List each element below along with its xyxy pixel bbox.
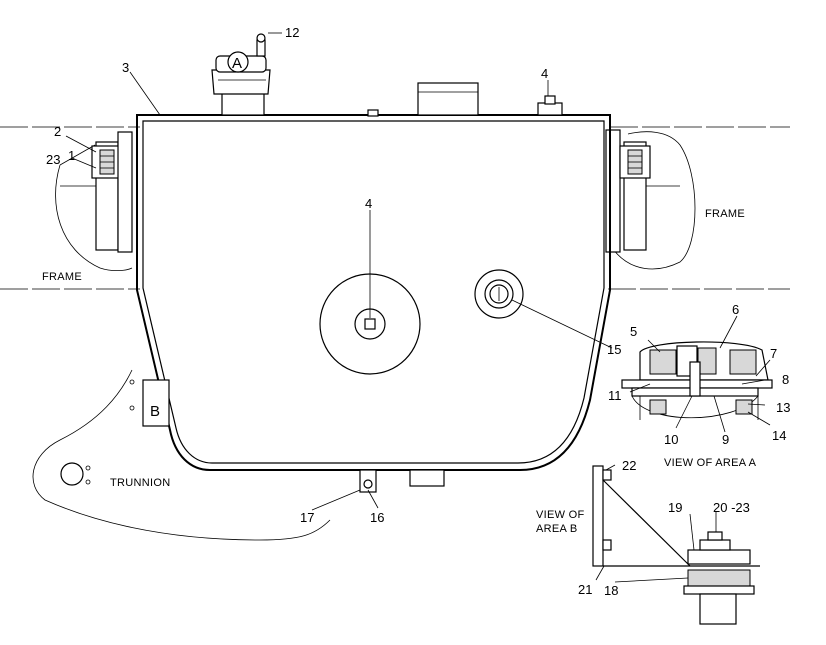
drain-features — [359, 469, 445, 493]
callout-numbers: 1 2 3 4 4 5 6 7 8 9 10 11 12 13 14 15 16… — [46, 25, 790, 598]
callout-1: 1 — [68, 148, 75, 163]
leader-lines — [65, 32, 771, 583]
callout-2: 2 — [54, 124, 61, 139]
diagram-labels: FRAME FRAME TRUNNION VIEW OF AREA A VIEW… — [42, 55, 757, 535]
left-frame-bracket — [55, 131, 133, 272]
callout-16: 16 — [370, 510, 384, 525]
frame-rails — [0, 126, 790, 290]
callout-4-center: 4 — [365, 196, 372, 211]
area-marker-b: B — [150, 403, 160, 420]
area-marker-a: A — [232, 55, 242, 72]
label-view-area-b-line2: AREA B — [536, 523, 578, 535]
area-b-bracket — [142, 379, 170, 427]
callout-15: 15 — [607, 342, 621, 357]
callout-21: 21 — [578, 582, 592, 597]
label-frame-left: FRAME — [42, 271, 82, 283]
callout-4-top: 4 — [541, 66, 548, 81]
trunnion-outline — [32, 369, 331, 541]
callout-18: 18 — [604, 583, 618, 598]
callout-14: 14 — [772, 428, 786, 443]
center-cover-plate — [319, 273, 421, 375]
callout-3: 3 — [122, 60, 129, 75]
detail-view-a — [621, 341, 773, 420]
callout-22: 22 — [622, 458, 636, 473]
callout-23: 23 — [46, 152, 60, 167]
label-view-area-b-line1: VIEW OF — [536, 509, 585, 521]
label-view-area-a: VIEW OF AREA A — [664, 457, 757, 469]
label-frame-right: FRAME — [705, 208, 745, 220]
callout-17: 17 — [300, 510, 314, 525]
detail-view-b — [592, 465, 760, 625]
sight-gauge — [474, 269, 524, 319]
label-trunnion: TRUNNION — [110, 477, 170, 489]
callout-19: 19 — [668, 500, 682, 515]
callout-6: 6 — [732, 302, 739, 317]
callout-12: 12 — [285, 25, 299, 40]
callout-5: 5 — [630, 324, 637, 339]
callout-20-23: 20 -23 — [713, 500, 750, 515]
callout-10: 10 — [664, 432, 678, 447]
tank-top-features — [367, 82, 563, 117]
callout-7: 7 — [770, 346, 777, 361]
filler-cap — [211, 33, 271, 116]
right-frame-bracket — [605, 129, 696, 270]
callout-11: 11 — [608, 388, 622, 403]
callout-8: 8 — [782, 372, 789, 387]
callout-13: 13 — [776, 400, 790, 415]
callout-9: 9 — [722, 432, 729, 447]
